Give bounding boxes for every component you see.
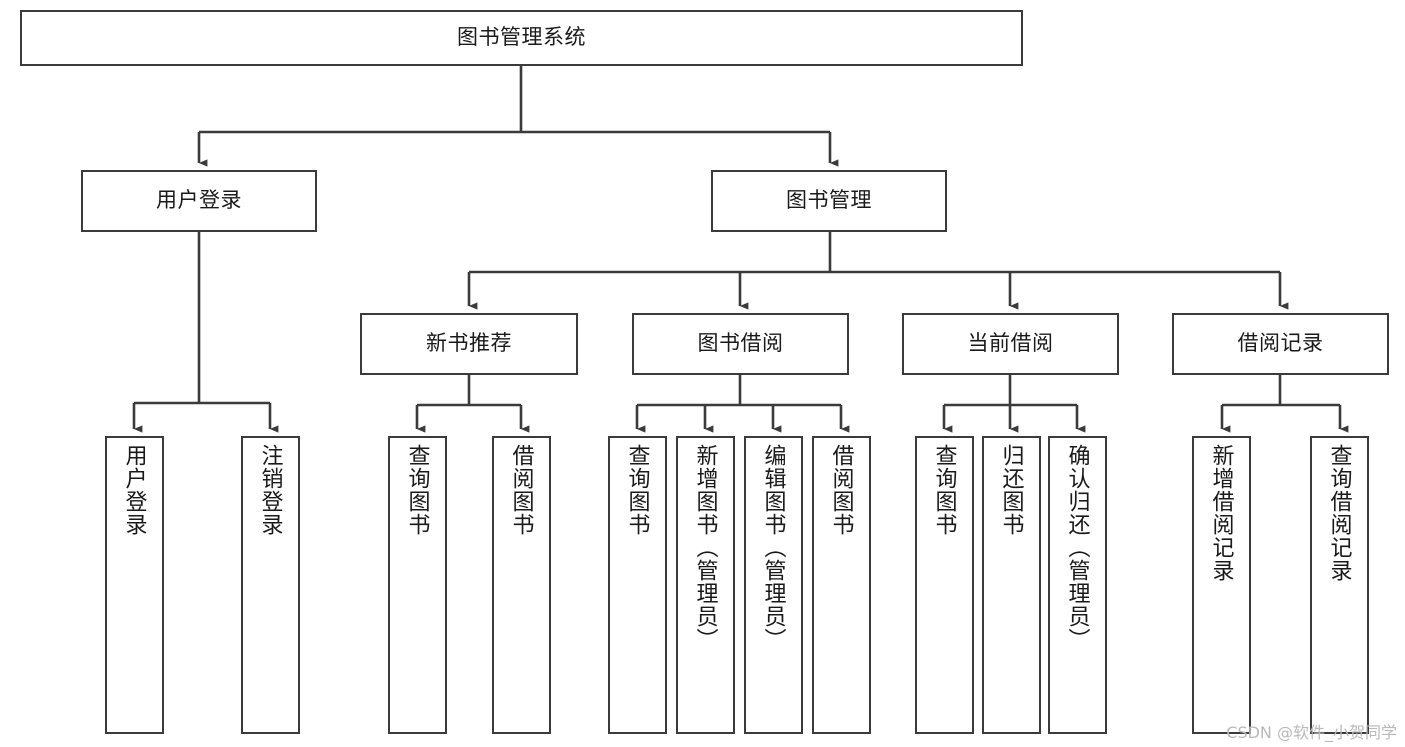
node-leaf-add-record[interactable]: 新增借阅记录 (1192, 436, 1251, 734)
node-root-label: 图书管理系统 (457, 25, 586, 49)
node-leaf-query-book-3[interactable]: 查询图书 (915, 436, 974, 734)
node-user-login-label: 用户登录 (156, 188, 242, 212)
node-leaf-query-book-2[interactable]: 查询图书 (608, 436, 667, 734)
node-leaf-query-record[interactable]: 查询借阅记录 (1310, 436, 1369, 734)
node-leaf-query-book-1[interactable]: 查询图书 (388, 436, 447, 734)
node-current-borrow[interactable]: 当前借阅 (902, 313, 1119, 375)
node-leaf-return-book-label: 归还图书 (999, 444, 1025, 536)
node-leaf-return-book[interactable]: 归还图书 (982, 436, 1041, 734)
node-book-manage-label: 图书管理 (786, 188, 872, 212)
node-leaf-query-record-label: 查询借阅记录 (1327, 444, 1353, 582)
node-leaf-add-book-label: 新增图书（管理员） (693, 444, 719, 651)
node-book-borrow[interactable]: 图书借阅 (632, 313, 849, 375)
node-book-manage[interactable]: 图书管理 (711, 170, 947, 232)
node-new-book-recommend-label: 新书推荐 (426, 331, 512, 355)
node-borrow-record-label: 借阅记录 (1237, 331, 1324, 355)
node-borrow-record[interactable]: 借阅记录 (1172, 313, 1389, 375)
node-leaf-add-book[interactable]: 新增图书（管理员） (676, 436, 735, 734)
node-leaf-edit-book-label: 编辑图书（管理员） (761, 444, 787, 651)
node-leaf-user-logout-label: 注销登录 (258, 444, 284, 536)
node-leaf-user-login-label: 用户登录 (122, 444, 148, 536)
node-leaf-confirm-return-label: 确认归还（管理员） (1065, 444, 1091, 651)
node-leaf-add-record-label: 新增借阅记录 (1209, 444, 1235, 582)
node-leaf-borrow-book-2-label: 借阅图书 (829, 444, 855, 536)
node-leaf-query-book-3-label: 查询图书 (932, 444, 958, 536)
node-leaf-user-logout[interactable]: 注销登录 (241, 436, 300, 734)
node-book-borrow-label: 图书借阅 (697, 331, 784, 355)
csdn-watermark: CSDN @软件_小贺同学 (1226, 723, 1397, 742)
node-leaf-borrow-book-1[interactable]: 借阅图书 (492, 436, 551, 734)
node-leaf-query-book-2-label: 查询图书 (625, 444, 651, 536)
node-leaf-confirm-return[interactable]: 确认归还（管理员） (1048, 436, 1107, 734)
node-leaf-user-login[interactable]: 用户登录 (105, 436, 164, 734)
node-leaf-borrow-book-2[interactable]: 借阅图书 (812, 436, 871, 734)
node-leaf-edit-book[interactable]: 编辑图书（管理员） (744, 436, 803, 734)
node-user-login[interactable]: 用户登录 (81, 170, 317, 232)
node-leaf-query-book-1-label: 查询图书 (405, 444, 431, 536)
node-root[interactable]: 图书管理系统 (20, 10, 1023, 66)
node-leaf-borrow-book-1-label: 借阅图书 (509, 444, 535, 536)
node-current-borrow-label: 当前借阅 (967, 331, 1054, 355)
node-new-book-recommend[interactable]: 新书推荐 (360, 313, 578, 375)
